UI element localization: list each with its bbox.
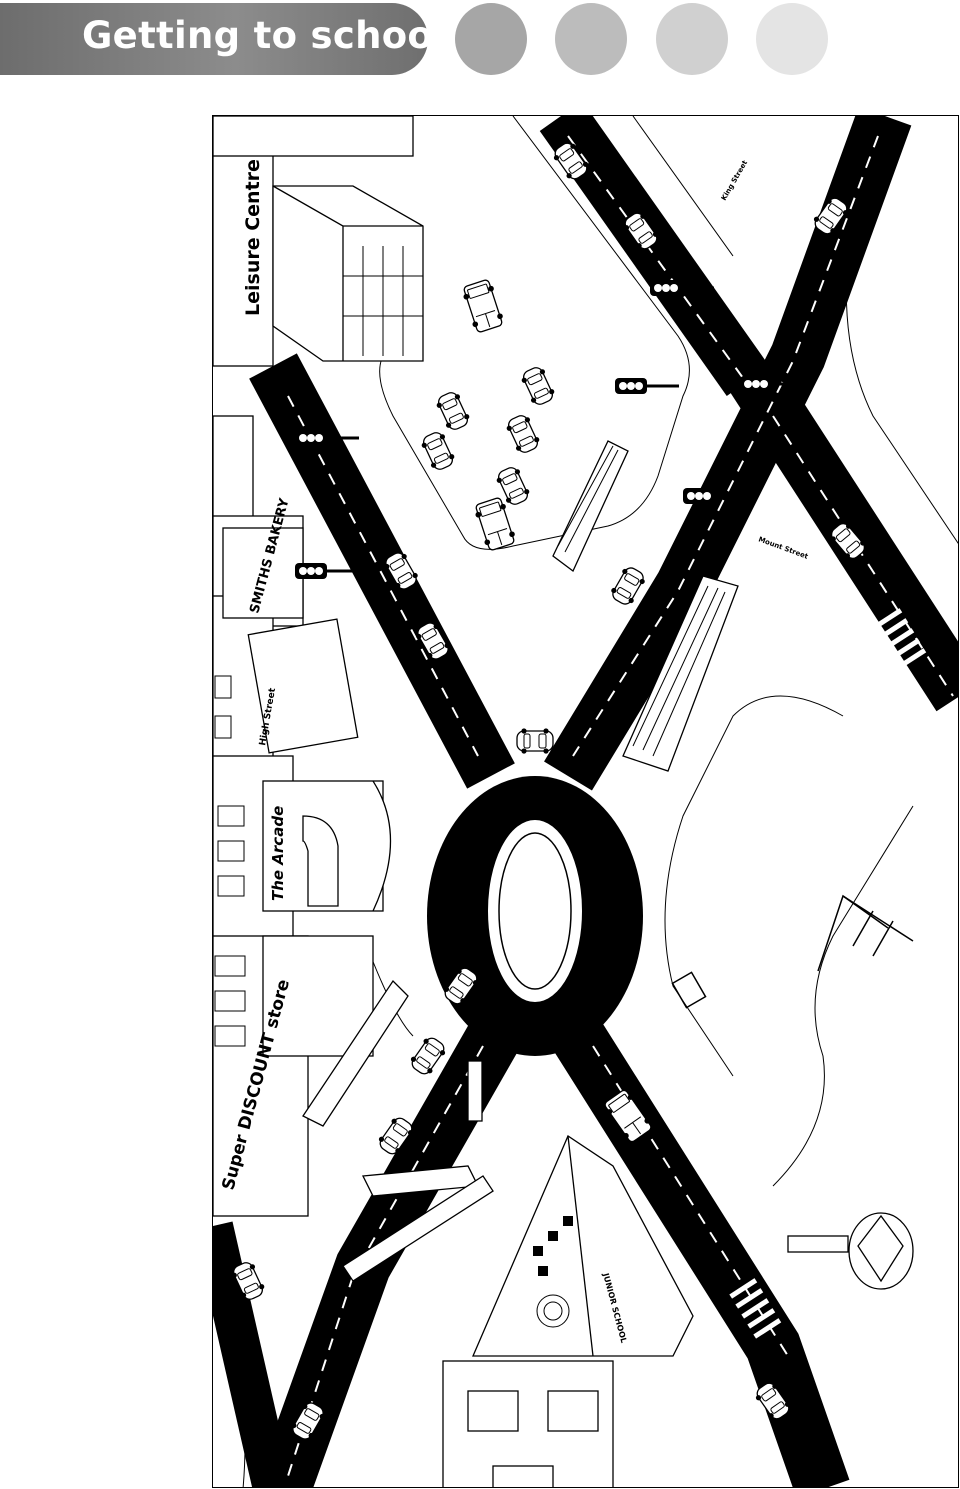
- king-street-sign: King Street: [720, 159, 750, 202]
- progress-dot-2: [555, 3, 627, 75]
- leisure-centre-sign: Leisure Centre: [242, 159, 264, 316]
- title-banner: [0, 3, 428, 75]
- progress-dot-3: [656, 3, 728, 75]
- page-title: Getting to school: [82, 14, 447, 57]
- arcade-sign: The Arcade: [269, 806, 287, 901]
- progress-dot-1: [455, 3, 527, 75]
- town-map: Leisure Centre SMITHS BAKERY High Street…: [212, 115, 959, 1488]
- progress-dot-4: [756, 3, 828, 75]
- map-drawing: Leisure Centre SMITHS BAKERY High Street…: [213, 116, 958, 1487]
- mount-street-sign: Mount Street: [757, 535, 809, 561]
